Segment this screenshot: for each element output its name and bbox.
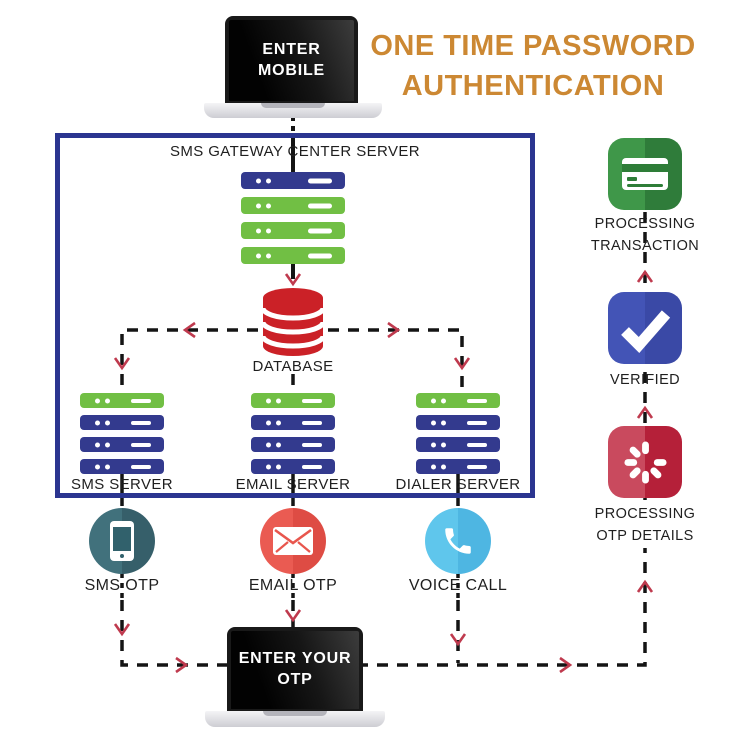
- title-line-2: AUTHENTICATION: [401, 70, 665, 102]
- server-bar: [251, 437, 335, 452]
- server-bar: [251, 393, 335, 408]
- red-arrowheads: [113, 269, 654, 674]
- title-line-1: ONE TIME PASSWORD: [370, 30, 696, 62]
- envelope-icon: [273, 527, 313, 555]
- email-server-label: EMAIL SERVER: [235, 476, 351, 493]
- verified-label: VERIFIED: [565, 369, 725, 391]
- email-server-stack: [251, 393, 335, 474]
- laptop-screen-content: ENTER MOBILE: [229, 20, 354, 101]
- sms-otp-circle: [89, 508, 155, 574]
- dialer-server-label: DIALER SERVER: [395, 476, 521, 493]
- server-bar: [80, 459, 164, 474]
- processing-transaction-label: PROCESSING TRANSACTION: [565, 213, 725, 257]
- server-bar: [241, 222, 345, 239]
- server-bar: [416, 393, 500, 408]
- dialer-server-stack: [416, 393, 500, 474]
- sms-otp-label: SMS OTP: [84, 577, 160, 594]
- step-label-line: PROCESSING: [594, 216, 696, 232]
- laptop-screen-text: ENTER YOUR: [238, 650, 352, 668]
- voice-call-circle: [425, 508, 491, 574]
- server-bar: [80, 437, 164, 452]
- laptop-screen-text: OTP: [277, 671, 313, 688]
- laptop-base: [205, 711, 385, 727]
- processing-otp-details-label: PROCESSING OTP DETAILS: [565, 503, 725, 547]
- sms-server-stack: [80, 393, 164, 474]
- laptop-screen: ENTER MOBILE: [225, 16, 358, 105]
- email-otp-label: EMAIL OTP: [248, 577, 338, 594]
- laptop-base: [204, 103, 382, 118]
- server-bar: [416, 415, 500, 430]
- email-otp-circle: [260, 508, 326, 574]
- smartphone-icon: [110, 521, 134, 561]
- gateway-server-stack: [241, 172, 345, 264]
- step-label-line: PROCESSING: [594, 506, 696, 522]
- step-label-line: VERIFIED: [609, 372, 681, 388]
- laptop-screen-text: MOBILE: [257, 61, 326, 79]
- checkmark-icon: [621, 310, 671, 354]
- enter-otp-laptop: ENTER YOUR OTP: [205, 627, 385, 730]
- laptop-screen: ENTER YOUR OTP: [227, 627, 363, 713]
- database-label: DATABASE: [252, 358, 334, 375]
- server-bar: [416, 459, 500, 474]
- spinner-icon: [623, 440, 667, 484]
- sms-server-label: SMS SERVER: [70, 476, 174, 493]
- verified-node: [608, 292, 682, 364]
- database-icon: [260, 288, 326, 356]
- processing-otp-details-node: [608, 426, 682, 498]
- laptop-screen-text: ENTER: [262, 40, 321, 58]
- step-label-line: TRANSACTION: [590, 238, 700, 254]
- server-bar: [241, 172, 345, 189]
- server-bar: [80, 393, 164, 408]
- server-bar: [251, 415, 335, 430]
- server-bar: [80, 415, 164, 430]
- server-bar: [241, 247, 345, 264]
- processing-transaction-node: [608, 138, 682, 210]
- sms-gateway-box: [55, 133, 535, 498]
- enter-mobile-laptop: ENTER MOBILE: [204, 16, 382, 119]
- voice-call-label: VOICE CALL: [408, 577, 508, 594]
- server-bar: [251, 459, 335, 474]
- step-label-line: OTP DETAILS: [596, 528, 694, 544]
- server-bar: [241, 197, 345, 214]
- laptop-screen-content: ENTER YOUR OTP: [231, 631, 359, 709]
- credit-card-icon: [622, 158, 668, 190]
- page-title: ONE TIME PASSWORD AUTHENTICATION: [368, 26, 698, 106]
- gateway-label: SMS GATEWAY CENTER SERVER: [169, 143, 421, 160]
- server-bar: [416, 437, 500, 452]
- phone-handset-icon: [445, 528, 471, 554]
